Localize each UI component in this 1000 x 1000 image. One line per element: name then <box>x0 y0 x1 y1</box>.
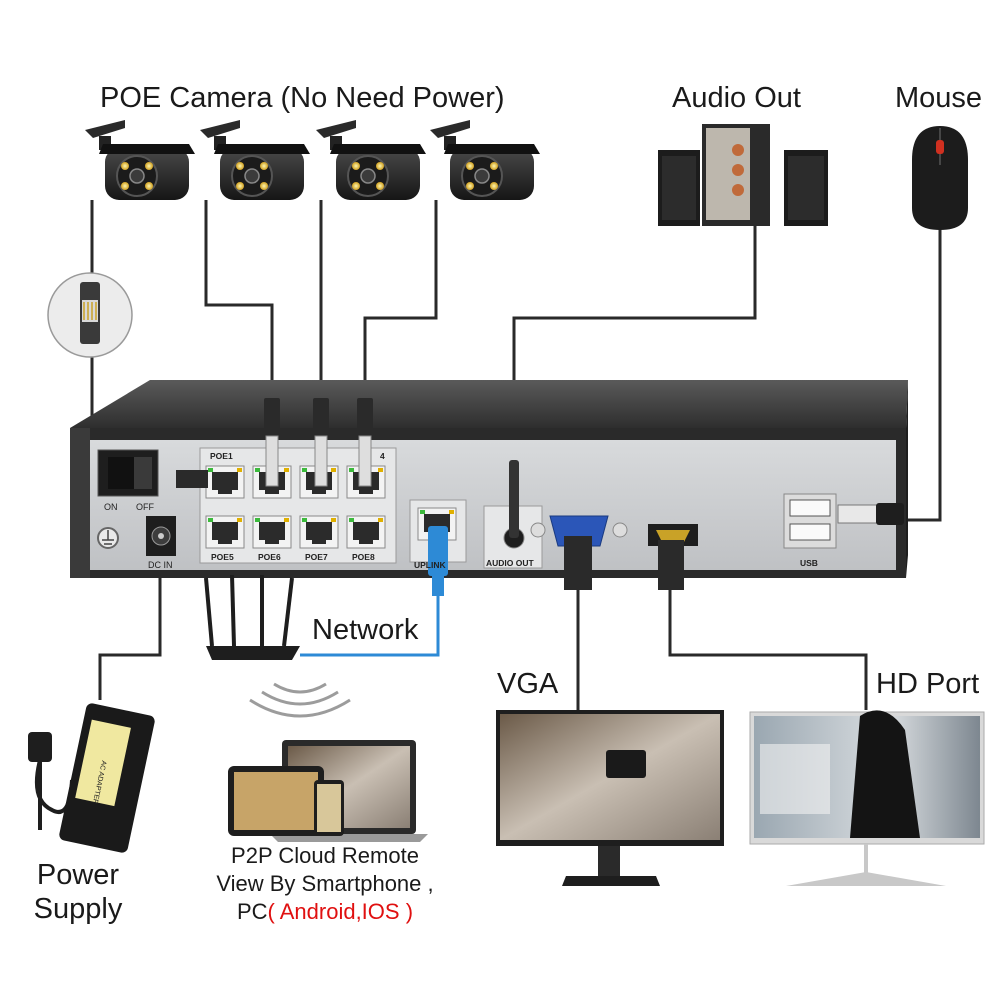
p2p-line3-prefix: PC <box>236 899 268 924</box>
network-label: Network <box>312 614 419 646</box>
audio-out-port: AUDIO OUT <box>483 460 543 569</box>
hd-monitor-icon <box>749 710 985 886</box>
cable-camera-4 <box>363 200 438 400</box>
vga-port <box>530 515 628 590</box>
label-uplink: UPLINK <box>414 560 447 570</box>
router-icon <box>204 574 300 660</box>
mouse-icon <box>912 126 968 230</box>
poe-port-1 <box>205 465 245 499</box>
power-supply-line2: Supply <box>33 893 123 925</box>
poe-camera-1 <box>84 119 196 201</box>
poe-camera-4 <box>429 119 541 201</box>
label-poe1: POE1 <box>210 451 233 461</box>
wifi-signal-icon <box>249 682 351 718</box>
uplink-port: UPLINK <box>409 499 467 596</box>
label-poe8: POE8 <box>352 552 375 562</box>
poe-cameras <box>84 119 541 201</box>
ground-icon <box>97 527 119 549</box>
poe-camera-3 <box>315 119 427 201</box>
p2p-os-text: ( Android,IOS ) <box>267 899 414 924</box>
p2p-line3: PC( Android,IOS ) <box>200 898 450 926</box>
poe-port-6 <box>252 515 292 549</box>
speakers-icon <box>658 124 828 226</box>
poe-port-7 <box>299 515 339 549</box>
mouse-label: Mouse <box>895 82 983 114</box>
usb-ports: USB <box>783 493 904 568</box>
poe-port-8 <box>346 515 386 549</box>
power-adapter-icon: AC ADAPTER <box>28 703 155 853</box>
mobile-devices-icon <box>228 740 428 842</box>
label-poe5: POE5 <box>211 552 234 562</box>
rj45-connector-zoom <box>47 272 133 358</box>
label-poe7: POE7 <box>305 552 328 562</box>
label-poe4: 4 <box>380 451 385 461</box>
poe-camera-label: POE Camera (No Need Power) <box>100 82 505 114</box>
label-poe6: POE6 <box>258 552 281 562</box>
cable-mouse <box>900 226 942 522</box>
label-audio-out: AUDIO OUT <box>486 558 535 568</box>
p2p-cloud-label: P2P Cloud Remote View By Smartphone , PC… <box>200 842 450 926</box>
label-usb: USB <box>800 558 818 568</box>
power-supply-line1: Power <box>36 859 120 891</box>
p2p-line2: View By Smartphone , <box>216 871 434 896</box>
p2p-line1: P2P Cloud Remote <box>231 843 419 868</box>
cable-camera-2 <box>204 200 274 400</box>
vga-monitor-icon <box>496 710 724 886</box>
power-supply-label: Power Supply <box>28 858 128 926</box>
audio-out-label: Audio Out <box>672 82 801 114</box>
poe-camera-2 <box>199 119 311 201</box>
label-off: OFF <box>136 502 154 512</box>
power-switch: ON OFF <box>97 449 159 512</box>
hdmi-port <box>648 524 698 590</box>
hd-port-label: HD Port <box>876 668 980 700</box>
cable-network <box>300 590 440 657</box>
cable-hd <box>668 590 868 710</box>
label-dc-in: DC IN <box>148 560 173 570</box>
dc-in-port: DC IN <box>146 516 176 570</box>
cable-power <box>98 570 162 700</box>
poe-port-5 <box>205 515 245 549</box>
label-on: ON <box>104 502 118 512</box>
poe-plugs <box>176 398 373 488</box>
vga-label: VGA <box>497 668 559 700</box>
